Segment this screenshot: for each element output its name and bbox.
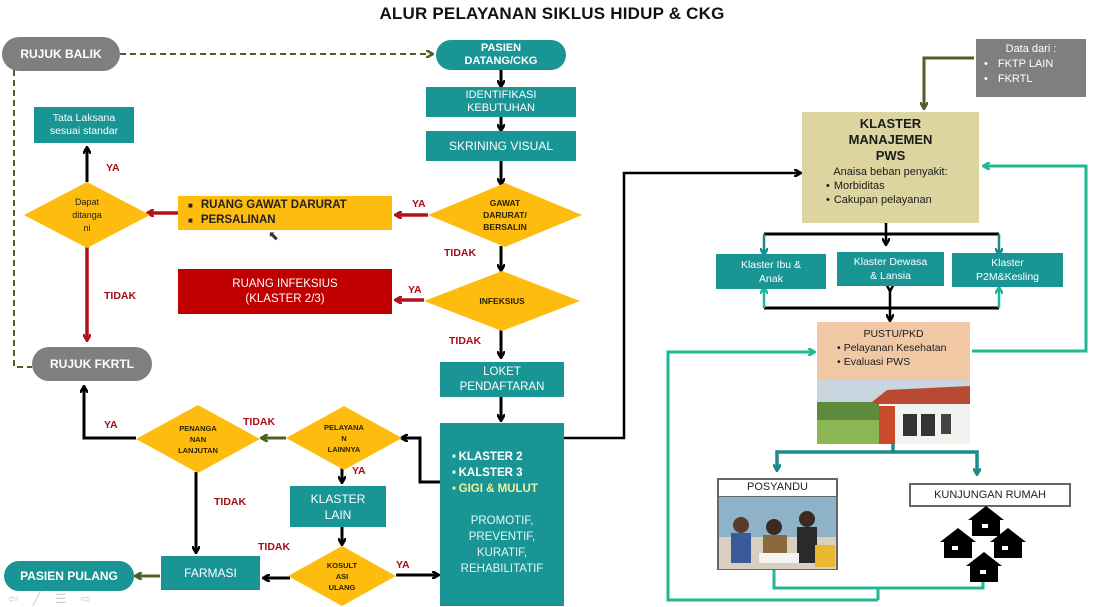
page-title: ALUR PELAYANAN SIKLUS HIDUP & CKG: [379, 4, 725, 23]
ruang-gawat-item: ■RUANG GAWAT DARURAT: [188, 199, 347, 211]
pen-icon[interactable]: ╱: [32, 591, 41, 606]
klaster-2-item: ■KLASTER 2: [452, 451, 523, 464]
pws-item: •Morbiditas: [826, 180, 885, 192]
tata-laksana-line2: sesuai standar: [49, 125, 119, 137]
label-tidak-infeksius: TIDAK: [449, 335, 482, 347]
tata-laksana-line1: Tata Laksana: [52, 112, 116, 124]
label-ya-dapat: YA: [106, 162, 120, 174]
pasien-datang-line1: PASIEN: [480, 42, 522, 54]
klaster-lain-node: KLASTER LAIN: [290, 486, 386, 527]
dapat-ditangani-decision: Dapat ditanga ni: [24, 182, 150, 248]
label-tidak-gawat: TIDAK: [444, 247, 477, 259]
pustu-building-photo: [817, 380, 970, 444]
konsultasi-ulang-decision: KOSULT ASI ULANG: [288, 546, 396, 606]
loket-line1: LOKET: [483, 365, 521, 378]
ruang-infeksius-line2: (KLASTER 2/3): [245, 292, 325, 305]
dapat-line2: ditanga: [72, 209, 102, 220]
gawat-line1: GAWAT: [489, 198, 521, 208]
label-ya-infeksius: YA: [408, 284, 422, 296]
gawat-line3: BERSALIN: [483, 222, 527, 232]
ruang-gawat-darurat-node: ■RUANG GAWAT DARURAT ■PERSALINAN: [178, 196, 392, 230]
next-slide-icon[interactable]: ⇨: [80, 591, 92, 606]
kunjungan-rumah-node: KUNJUNGAN RUMAH: [909, 483, 1071, 507]
tata-laksana-node: Tata Laksana sesuai standar: [34, 107, 134, 143]
label-tidak-pelayanan: TIDAK: [243, 416, 276, 428]
persalinan-item: ■PERSALINAN: [188, 214, 276, 226]
rujuk-balik-node: RUJUK BALIK: [2, 37, 120, 71]
data-dari-heading: Data dari :: [1005, 43, 1057, 55]
label-ya-konsultasi: YA: [396, 559, 410, 571]
houses-icon: [940, 506, 1026, 582]
data-dari-item: •FKTP LAIN: [984, 58, 1054, 70]
pelayanan-lainnya-decision: PELAYANA N LAINNYA: [286, 406, 402, 470]
menu-icon[interactable]: ☰: [54, 591, 67, 606]
label-tidak-dapat: TIDAK: [104, 290, 137, 302]
slide-nav-toolbar: ⇦ ╱ ☰ ⇨: [8, 591, 91, 607]
klaster-manajemen-pws-node: KLASTER MANAJEMEN PWS Anaisa beban penya…: [802, 112, 979, 223]
pustu-pkd-node: PUSTU/PKD •Pelayanan Kesehatan •Evaluasi…: [817, 322, 970, 380]
pasien-datang-node: PASIEN DATANG/CKG: [436, 40, 566, 70]
klaster-dewasa-lansia-node: Klaster Dewasa & Lansia: [837, 252, 944, 286]
gawat-line2: DARURAT/: [483, 210, 527, 220]
rujuk-fkrtl-node: RUJUK FKRTL: [32, 347, 152, 381]
posyandu-node: POSYANDU: [717, 478, 838, 570]
infeksius-decision: INFEKSIUS: [424, 271, 580, 331]
label-ya-gawat: YA: [412, 198, 426, 210]
pustu-item: •Evaluasi PWS: [837, 356, 911, 368]
identifikasi-line1: IDENTIFIKASI: [465, 89, 537, 101]
label-tidak-konsultasi: TIDAK: [258, 541, 291, 553]
gigi-mulut-item: ■GIGI & MULUT: [452, 483, 538, 496]
dapat-line3: ni: [83, 222, 91, 233]
klaster-ibu-anak-node: Klaster Ibu & Anak: [716, 254, 826, 289]
posyandu-photo: [719, 497, 836, 569]
data-dari-node: Data dari : •FKTP LAIN •FKRTL: [976, 39, 1086, 97]
pustu-item: •Pelayanan Kesehatan: [837, 342, 947, 354]
identifikasi-line2: KEBUTUHAN: [467, 102, 535, 114]
penanganan-lanjutan-decision: PENANGA NAN LANJUTAN: [136, 405, 260, 473]
klaster-3-item: ■KALSTER 3: [452, 467, 523, 480]
pustu-title: PUSTU/PKD: [863, 328, 924, 340]
infeksius-text: INFEKSIUS: [479, 296, 525, 306]
label-ya-pelayanan: YA: [352, 465, 366, 477]
dapat-line1: Dapat: [74, 196, 100, 207]
farmasi-node: FARMASI: [161, 556, 260, 590]
klaster-utama-node: ■KLASTER 2 ■KALSTER 3 ■GIGI & MULUT PROM…: [440, 423, 564, 606]
loket-pendaftaran-node: LOKET PENDAFTARAN: [440, 362, 564, 397]
data-dari-item: •FKRTL: [984, 73, 1033, 85]
identifikasi-kebutuhan-node: IDENTIFIKASI KEBUTUHAN: [426, 87, 576, 117]
mouse-cursor-icon: ⬉: [268, 228, 279, 243]
ruang-infeksius-node: RUANG INFEKSIUS (KLASTER 2/3): [178, 269, 392, 314]
pws-subtitle: Anaisa beban penyakit:: [833, 166, 948, 178]
gawat-darurat-decision: GAWAT DARURAT/ BERSALIN: [428, 183, 582, 247]
pasien-datang-line2: DATANG/CKG: [464, 55, 538, 67]
loket-line2: PENDAFTARAN: [459, 380, 545, 393]
label-tidak-penanganan: TIDAK: [214, 496, 247, 508]
ruang-infeksius-line1: RUANG INFEKSIUS: [232, 277, 338, 290]
skrining-visual-node: SKRINING VISUAL: [426, 131, 576, 161]
pws-item: •Cakupan pelayanan: [826, 194, 932, 206]
label-ya-penanganan: YA: [104, 419, 118, 431]
pasien-pulang-node: PASIEN PULANG: [4, 561, 134, 591]
prev-slide-icon[interactable]: ⇦: [8, 591, 19, 606]
klaster-p2m-kesling-node: Klaster P2M&Kesling: [952, 253, 1063, 287]
posyandu-label: POSYANDU: [719, 480, 836, 497]
services-list: PROMOTIF, PREVENTIF, KURATIF, REHABILITA…: [460, 515, 544, 576]
